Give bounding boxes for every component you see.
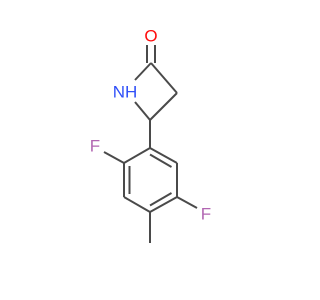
ring-bond-6 bbox=[149, 147, 178, 164]
bond-c4-to-nh bbox=[134, 101, 151, 121]
benzene-ring bbox=[123, 147, 178, 213]
ring-bond-3 bbox=[123, 196, 151, 213]
bond-ch2-to-c4 bbox=[149, 92, 178, 121]
bond-ring-to-ortho-fluorine bbox=[103, 151, 125, 164]
molecule-structure-diagram: O NH F F bbox=[90, 27, 211, 243]
bond-nh-to-carbonyl-c bbox=[134, 62, 152, 81]
ring-inner-double-bottom bbox=[149, 192, 173, 207]
ring-bond-1 bbox=[123, 147, 151, 164]
oxygen-atom-label: O bbox=[144, 27, 157, 46]
azetidinone-ring bbox=[134, 45, 178, 121]
bond-carbonyl-c-to-ch2 bbox=[150, 62, 178, 94]
ortho-fluorine-atom-label: F bbox=[90, 137, 100, 156]
meta-fluorine-atom-label: F bbox=[201, 205, 211, 224]
ring-inner-double-top bbox=[149, 153, 173, 168]
bond-ring-to-meta-fluorine bbox=[176, 196, 198, 209]
ring-bond-4 bbox=[149, 196, 178, 213]
nh-atom-label: NH bbox=[113, 83, 138, 102]
